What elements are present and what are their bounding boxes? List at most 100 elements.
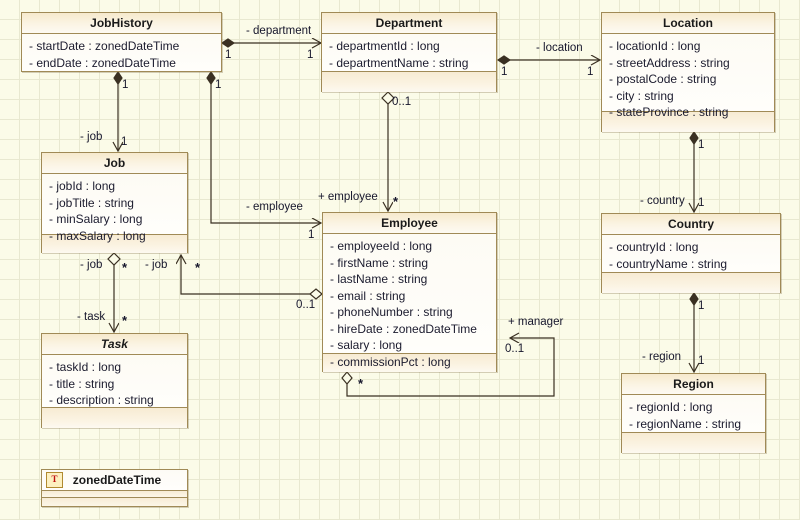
class-attributes-location: - locationId : long - streetAddress : st… (602, 34, 774, 119)
attribute: - salary : long (330, 338, 403, 352)
class-title-department: Department (322, 13, 496, 34)
open-diamond-job-task (107, 252, 121, 266)
mult-job-task-target: * (122, 313, 128, 328)
attribute: - jobTitle : string (49, 195, 134, 210)
mult-location-country-target: 1 (698, 197, 705, 209)
class-attributes-jobhistory: - startDate : zonedDateTime - endDate : … (22, 34, 221, 72)
filled-diamond-jobhistory-employee (206, 70, 216, 86)
class-operations-country (602, 273, 780, 293)
class-attributes-department: - departmentId : long - departmentName :… (322, 34, 496, 72)
class-title-region: Region (622, 374, 765, 395)
label-department-role: - department (246, 25, 312, 37)
attribute: - description : string (49, 393, 154, 407)
class-operations-location (602, 112, 774, 132)
attribute: - regionName : string (629, 416, 742, 431)
mult-jobhistory-job-target: 1 (121, 136, 128, 148)
mult-jobhistory-department-source: 1 (225, 49, 232, 61)
mult-location-country-source: 1 (698, 139, 705, 151)
class-title-task: Task (42, 334, 187, 355)
attribute: - stateProvince : string (609, 105, 729, 119)
attribute: - streetAddress : string (609, 55, 730, 70)
attribute: - firstName : string (330, 255, 429, 270)
attribute: - email : string (330, 288, 406, 303)
label-country-role: - country (640, 195, 685, 207)
filled-diamond-department-location (496, 55, 512, 65)
attribute: - maxSalary : long (49, 228, 146, 243)
filled-diamond-location-country (689, 130, 699, 146)
datatype-zoneddatetime[interactable]: T zonedDateTime (41, 469, 188, 507)
filled-diamond-jobhistory-job (113, 70, 123, 86)
class-attributes-employee: - employeeId : long - firstName : string… (323, 234, 496, 369)
label-employee-role-department: + employee (318, 191, 378, 203)
class-employee[interactable]: Employee - employeeId : long - firstName… (322, 212, 497, 372)
label-job-role-employee: - job (145, 259, 168, 271)
datatype-attributes-compartment (42, 491, 187, 498)
mult-country-region-source: 1 (698, 300, 705, 312)
mult-department-location-target: 1 (587, 66, 594, 78)
class-attributes-region: - regionId : long - regionName : string (622, 395, 765, 433)
mult-jobhistory-job-source: 1 (122, 79, 129, 91)
attribute: - taskId : long (49, 360, 122, 374)
attribute: - departmentName : string (329, 55, 469, 70)
attribute: - hireDate : zonedDateTime (330, 321, 477, 336)
attribute: - countryName : string (609, 256, 728, 271)
label-job-role-jobhistory: - job (80, 131, 103, 143)
attribute: - locationId : long (609, 39, 701, 53)
class-operations-department (322, 72, 496, 92)
datatype-operations-compartment (42, 498, 187, 506)
mult-department-employee-source: 0..1 (392, 96, 412, 108)
class-operations-employee (323, 354, 496, 372)
class-job[interactable]: Job - jobId : long - jobTitle : string -… (41, 152, 188, 253)
label-location-role: - location (536, 42, 583, 54)
class-department[interactable]: Department - departmentId : long - depar… (321, 12, 497, 92)
mult-employee-manager-target: 0..1 (505, 343, 525, 355)
label-task-role: - task (77, 311, 106, 323)
open-diamond-employee-job (309, 288, 323, 300)
filled-diamond-jobhistory-department (220, 38, 236, 48)
class-country[interactable]: Country - countryId : long - countryName… (601, 213, 781, 293)
attribute: - regionId : long (629, 400, 713, 414)
attribute: - endDate : zonedDateTime (29, 55, 176, 70)
class-attributes-task: - taskId : long - title : string - descr… (42, 355, 187, 408)
datatype-name: zonedDateTime (72, 473, 162, 487)
mult-employee-job-source: 0..1 (296, 299, 316, 311)
datatype-header: T zonedDateTime (42, 470, 187, 491)
class-operations-region (622, 433, 765, 453)
attribute: - jobId : long (49, 179, 116, 193)
class-title-country: Country (602, 214, 780, 235)
open-diamond-employee-manager (341, 371, 353, 385)
class-attributes-country: - countryId : long - countryName : strin… (602, 235, 780, 273)
mult-employee-job-target: * (195, 260, 201, 275)
attribute: - commissionPct : long (330, 354, 451, 369)
type-badge-icon: T (46, 472, 63, 488)
mult-employee-manager-source: * (358, 376, 364, 391)
class-jobhistory[interactable]: JobHistory - startDate : zonedDateTime -… (21, 12, 222, 72)
class-attributes-job: - jobId : long - jobTitle : string - min… (42, 174, 187, 243)
class-task[interactable]: Task - taskId : long - title : string - … (41, 333, 188, 428)
label-region-role: - region (642, 351, 681, 363)
class-title-job: Job (42, 153, 187, 174)
attribute: - city : string (609, 88, 674, 103)
attribute: - title : string (49, 376, 115, 391)
mult-job-task-source: * (122, 260, 128, 275)
attribute: - startDate : zonedDateTime (29, 39, 180, 53)
class-title-jobhistory: JobHistory (22, 13, 221, 34)
class-region[interactable]: Region - regionId : long - regionName : … (621, 373, 766, 453)
class-operations-task (42, 408, 187, 428)
attribute: - postalCode : string (609, 72, 717, 86)
mult-department-location-source: 1 (501, 66, 508, 78)
attribute: - phoneNumber : string (330, 305, 453, 319)
class-location[interactable]: Location - locationId : long - streetAdd… (601, 12, 775, 132)
label-manager-role: + manager (508, 316, 564, 328)
class-title-employee: Employee (323, 213, 496, 234)
attribute: - departmentId : long (329, 39, 440, 53)
edge-employee-job (181, 255, 310, 295)
label-employee-role-jobhistory: - employee (246, 201, 303, 213)
attribute: - countryId : long (609, 240, 699, 254)
mult-jobhistory-employee-source: 1 (215, 79, 222, 91)
class-title-location: Location (602, 13, 774, 34)
attribute: - employeeId : long (330, 239, 433, 253)
mult-jobhistory-employee-target: 1 (308, 229, 315, 241)
attribute: - lastName : string (330, 272, 428, 286)
